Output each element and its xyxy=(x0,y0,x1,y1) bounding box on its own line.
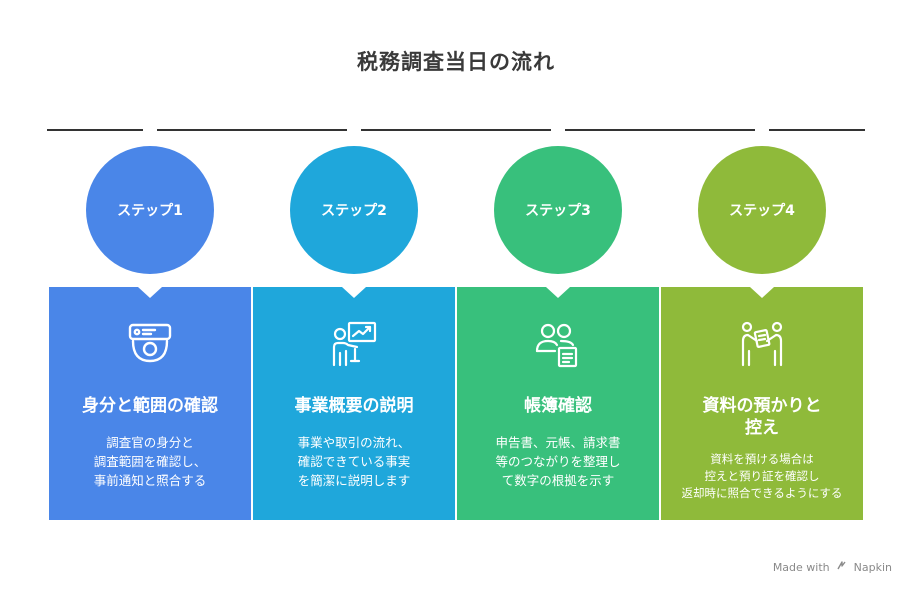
step-4-description: 資料を預ける場合は 控えと預り証を確認し 返却時に照合できるようにする xyxy=(681,452,843,500)
step-1-card: 身分と範囲の確認 調査官の身分と 調査範囲を確認し、 事前通知と照合する xyxy=(49,287,251,520)
notch xyxy=(138,287,162,298)
napkin-brand-label: Napkin xyxy=(853,561,892,574)
notch xyxy=(750,287,774,298)
presentation-icon xyxy=(332,321,377,367)
step-3-heading: 帳簿確認 xyxy=(524,396,592,416)
made-with-label: Made with xyxy=(772,561,830,574)
handover-icon xyxy=(741,321,783,367)
step-1-description: 調査官の身分と 調査範囲を確認し、 事前通知と照合する xyxy=(93,435,207,488)
step-2-label: ステップ2 xyxy=(321,203,387,219)
divider-line xyxy=(47,129,143,131)
step-2-heading: 事業概要の説明 xyxy=(294,396,414,416)
divider-line xyxy=(157,129,347,131)
step-1-heading: 身分と範囲の確認 xyxy=(82,396,218,416)
people-document-icon xyxy=(535,323,578,368)
step-4-heading: 資料の預かりと 控え xyxy=(702,396,822,438)
notch xyxy=(342,287,366,298)
step-2-description: 事業や取引の流れ、 確認できている事実 を簡潔に説明します xyxy=(297,435,411,488)
step-1-circle: ステップ1 xyxy=(86,146,214,274)
step-1-label: ステップ1 xyxy=(117,203,183,219)
step-3-label: ステップ3 xyxy=(525,203,591,219)
page-title: 税務調査当日の流れ xyxy=(357,50,555,74)
step-2-circle: ステップ2 xyxy=(290,146,418,274)
step-4-card: 資料の預かりと 控え 資料を預ける場合は 控えと預り証を確認し 返却時に照合でき… xyxy=(661,287,863,520)
divider-line xyxy=(361,129,551,131)
napkin-logo-icon xyxy=(836,560,847,574)
made-with-napkin[interactable]: Made with Napkin xyxy=(773,560,892,574)
divider-line xyxy=(769,129,865,131)
step-2-card: 事業概要の説明 事業や取引の流れ、 確認できている事実 を簡潔に説明します xyxy=(253,287,455,520)
id-card-icon xyxy=(128,323,172,363)
step-3-card: 帳簿確認 申告書、元帳、請求書 等のつながりを整理し て数字の根拠を示す xyxy=(457,287,659,520)
notch xyxy=(546,287,570,298)
step-3-description: 申告書、元帳、請求書 等のつながりを整理し て数字の根拠を示す xyxy=(495,435,621,488)
step-3-circle: ステップ3 xyxy=(494,146,622,274)
step-4-label: ステップ4 xyxy=(729,203,795,219)
divider-line xyxy=(565,129,755,131)
step-4-circle: ステップ4 xyxy=(698,146,826,274)
